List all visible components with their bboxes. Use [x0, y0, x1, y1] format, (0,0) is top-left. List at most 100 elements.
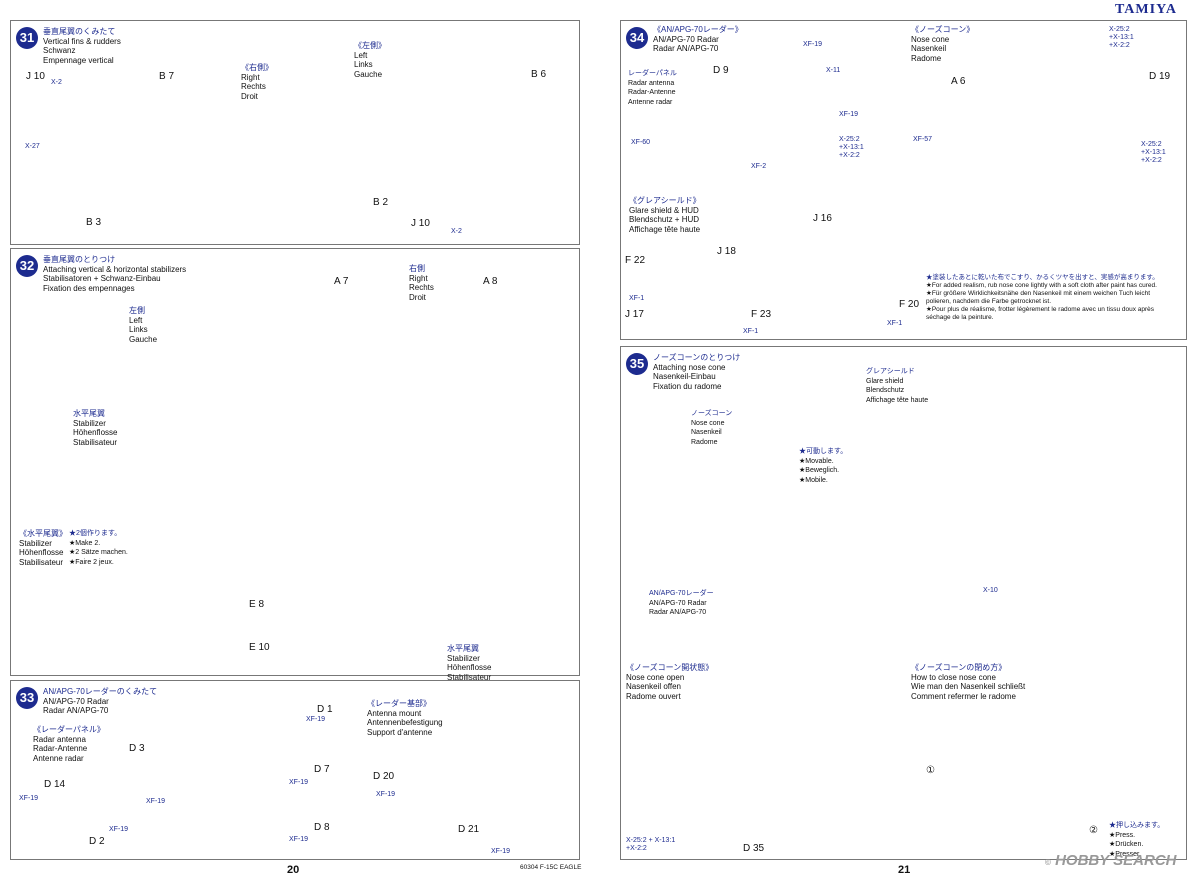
step-title: 垂直尾翼のとりつけ Attaching vertical & horizonta…: [43, 255, 186, 293]
part-d1: D 1: [317, 704, 333, 715]
title-jp: 垂直尾翼のとりつけ: [43, 255, 116, 264]
part-d20: D 20: [373, 771, 395, 782]
panel-de: Radar-Antenne: [628, 89, 676, 96]
right-label: 右側 Right Rechts Droit: [409, 264, 434, 302]
part-d2: D 2: [89, 836, 105, 847]
make-de: ★2 Sätze machen.: [69, 549, 128, 556]
make-fr: ★Faire 2 jeux.: [69, 558, 114, 566]
nose-fr: Radome: [691, 438, 718, 446]
tip-fr: ★Pour plus de réalisme, frotter légèreme…: [926, 306, 1155, 321]
step-title: AN/APG-70レーダーのくみたて AN/APG-70 Radar Radar…: [43, 687, 157, 716]
part-d35: D 35: [743, 843, 765, 854]
part-j17: J 17: [625, 309, 644, 320]
right-fr: Droit: [409, 292, 426, 302]
nose-cone-label: 《ノーズコーン》 Nose cone Nasenkeil Radome: [911, 25, 974, 63]
mov-fr: ★Mobile.: [799, 476, 828, 484]
stab3-jp: 水平尾翼: [447, 644, 479, 653]
step-number: 35: [626, 353, 648, 375]
mount-jp: 《レーダー基部》: [367, 699, 431, 708]
left-jp: 左側: [129, 306, 145, 315]
part-b6: B 6: [531, 69, 547, 80]
step-34-panel: 34 《AN/APG-70レーダー》 AN/APG-70 Radar Radar…: [620, 20, 1187, 340]
stab-en: Stabilizer: [73, 418, 106, 428]
step-number: 32: [16, 255, 38, 277]
close-de: Wie man den Nasenkeil schließt: [911, 682, 1026, 691]
nose-de: Nasenkeil: [911, 44, 947, 53]
make-jp: ★2個作ります。: [69, 530, 122, 537]
title-fr: Fixation des empennages: [43, 283, 135, 293]
radar-jp: AN/APG-70レーダー: [649, 590, 714, 597]
step-32-panel: 32 垂直尾翼のとりつけ Attaching vertical & horizo…: [10, 248, 580, 682]
mount-de: Antennenbefestigung: [367, 718, 443, 727]
left-jp: 《左側》: [354, 41, 386, 50]
glare-en: Glare shield: [866, 377, 904, 385]
right-en: Right: [409, 273, 428, 283]
right-de: Rechts: [241, 82, 266, 91]
press-fr: ★Presser.: [1109, 850, 1141, 858]
right-jp: 右側: [409, 264, 425, 273]
glare-de: Blendschutz: [866, 387, 905, 394]
antenna-label: 《レーダーパネル》 Radar antenna Radar-Antenne An…: [33, 725, 105, 763]
step-title: 垂直尾翼のくみたて Vertical fins & rudders Schwan…: [43, 27, 121, 65]
glare-fr: Affichage tête haute: [629, 224, 701, 234]
part-b7: B 7: [159, 71, 175, 82]
title-en: AN/APG-70 Radar: [653, 34, 719, 44]
ant-en: Radar antenna: [33, 734, 86, 744]
stabilizer-label: 水平尾翼 Stabilizer Höhenflosse Stabilisateu…: [73, 409, 117, 447]
paint-xf19: XF-19: [289, 779, 309, 786]
part-f22: F 22: [625, 255, 646, 266]
mount-fr: Support d'antenne: [367, 727, 433, 737]
nose-de: Nasenkeil: [691, 429, 722, 436]
open-jp: 《ノーズコーン開状態》: [626, 663, 714, 672]
left-label: 《左側》 Left Links Gauche: [354, 41, 386, 79]
panel-fr: Antenne radar: [628, 98, 673, 106]
mov-de: ★Beweglich.: [799, 467, 840, 474]
press-de: ★Drücken.: [1109, 841, 1144, 848]
right-de: Rechts: [409, 283, 434, 292]
stab2-fr: Stabilisateur: [19, 557, 64, 567]
title-fr: Empennage vertical: [43, 55, 114, 65]
right-fr: Droit: [241, 91, 258, 101]
stabilizer-label-3: 水平尾翼 Stabilizer Höhenflosse Stabilisateu…: [447, 644, 491, 682]
paint-mix: X-25:2 +X-13:1 +X-2:2: [839, 136, 864, 159]
glare-jp: グレアシールド: [866, 368, 915, 375]
tip-jp: ★塗装したあとに乾いた布でこすり、かるくツヤを出すと、実感が高まります。: [926, 274, 1159, 281]
make-note: ★2個作ります。 ★Make 2. ★2 Sätze machen. ★Fair…: [69, 529, 128, 567]
watermark-tag: ©: [1045, 858, 1051, 867]
part-d19: D 19: [1149, 71, 1171, 82]
open-de: Nasenkeil offen: [626, 682, 681, 691]
panel-jp: レーダーパネル: [628, 70, 677, 77]
mov-en: ★Movable.: [799, 457, 834, 465]
page-number-left: 20: [287, 864, 300, 876]
part-j10: J 10: [26, 71, 45, 82]
paint-xf19: XF-19: [109, 826, 129, 833]
ant-jp: 《レーダーパネル》: [33, 725, 105, 734]
paint-xf19: XF-19: [306, 716, 326, 723]
paint-xf19: XF-19: [803, 41, 823, 48]
ant-fr: Antenne radar: [33, 753, 84, 763]
glare-jp: 《グレアシールド》: [629, 196, 701, 205]
title-jp: 《AN/APG-70レーダー》: [653, 25, 743, 34]
close-fr: Comment refermer le radome: [911, 691, 1016, 701]
part-d14: D 14: [44, 779, 66, 790]
step-title: 《AN/APG-70レーダー》 AN/APG-70 Radar Radar AN…: [653, 25, 743, 54]
glare-fr: Affichage tête haute: [866, 396, 929, 404]
title-jp: 垂直尾翼のくみたて: [43, 27, 116, 36]
press-note: ★押し込みます。 ★Press. ★Drücken. ★Presser.: [1109, 821, 1164, 859]
title-en: AN/APG-70 Radar: [43, 696, 109, 706]
part-a8: A 8: [483, 276, 498, 287]
radar-de: Radar AN/APG-70: [649, 609, 707, 616]
paint-xf19: XF-19: [376, 791, 396, 798]
paint-x2-b: X-2: [451, 228, 462, 235]
title-en: Attaching nose cone: [653, 362, 726, 372]
part-d3: D 3: [129, 743, 145, 754]
part-e10: E 10: [249, 642, 270, 653]
title-de: Nasenkeil-Einbau: [653, 372, 716, 381]
nose-cone-label: ノーズコーン Nose cone Nasenkeil Radome: [691, 409, 732, 447]
paint-x2: X-2: [51, 79, 62, 86]
part-b2: B 2: [373, 197, 389, 208]
part-f20: F 20: [899, 299, 920, 310]
step-circle-2: ②: [1089, 825, 1098, 836]
part-d8: D 8: [314, 822, 330, 833]
step-number: 34: [626, 27, 648, 49]
